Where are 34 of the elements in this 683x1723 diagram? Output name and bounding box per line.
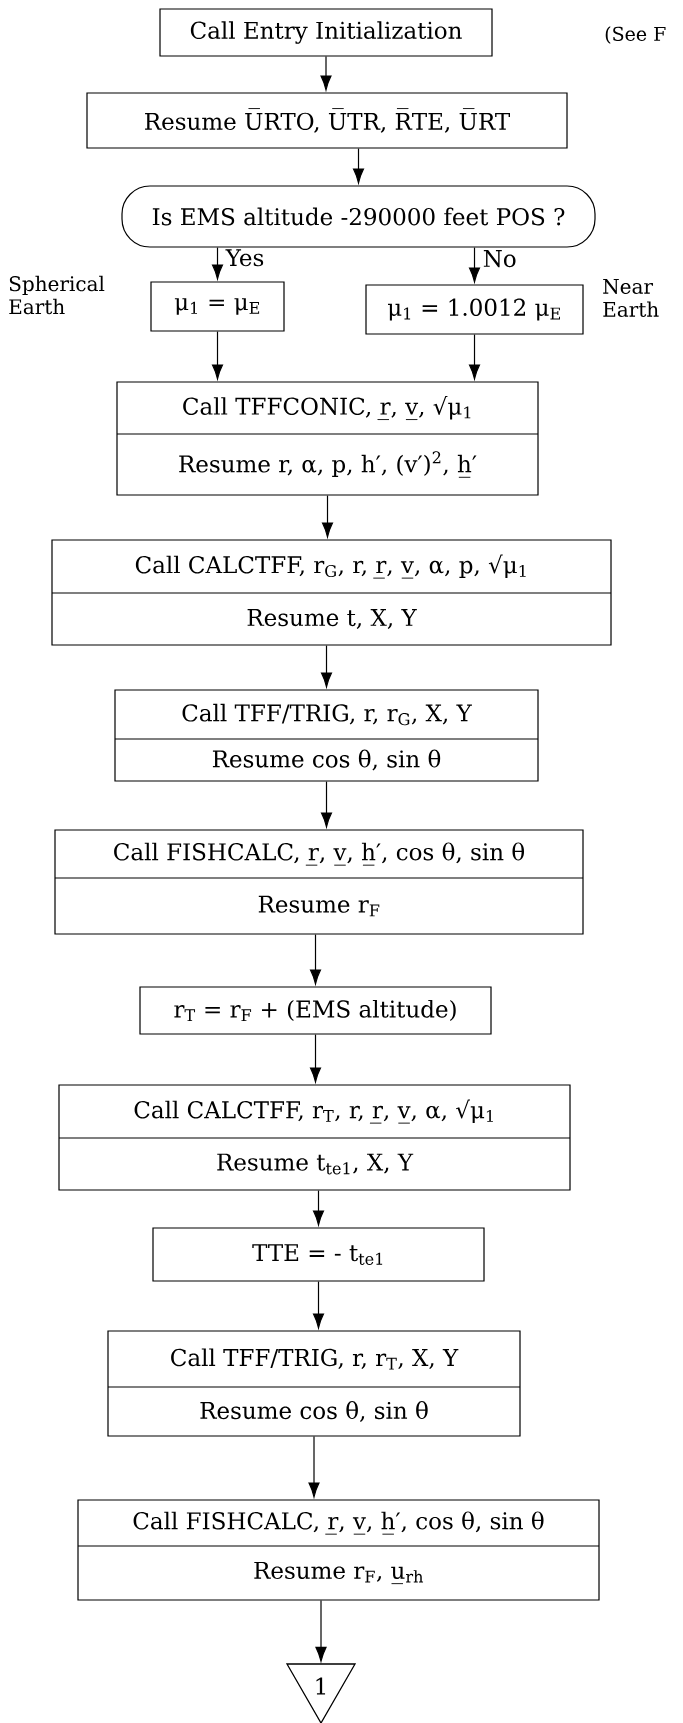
process-box: Call TFF/TRIG, r, r$_{G}$, X, Y Resume cos θ, sin θ xyxy=(114,689,539,782)
process-box: Call FISHCALC, r̲, v̲, h̲′, cos θ, sin θ Resume r$_{F}$ xyxy=(54,829,584,935)
process-box: μ$_{1}$ = μ$_{E}$ xyxy=(150,281,285,332)
process-box: Call Entry Initialization xyxy=(159,8,493,57)
arrow xyxy=(211,247,224,280)
arrow xyxy=(468,334,481,380)
process-box: TTE = - t$_{te1}$ xyxy=(152,1227,485,1282)
process-box: Call TFF/TRIG, r, r$_{T}$, X, Y Resume cos θ, sin θ xyxy=(107,1330,521,1437)
arrow xyxy=(312,1190,325,1226)
arrow xyxy=(321,495,334,538)
side-note: Near Earth xyxy=(603,279,659,317)
edge-label: No xyxy=(483,250,516,268)
arrow xyxy=(320,56,332,91)
process-box: r$_{T}$ = r$_{F}$ + (EMS altitude) xyxy=(139,986,492,1035)
side-note: Spherical Earth xyxy=(9,275,105,315)
arrow xyxy=(315,1600,327,1662)
arrow xyxy=(211,331,224,380)
arrow xyxy=(352,148,365,184)
decision-box: Is EMS altitude -290000 feet POS ? xyxy=(121,185,596,248)
process-box: Resume U̅RTO, U̅TR, R̅TE, U̅RT xyxy=(86,92,568,149)
process-box: μ$_{1}$ = 1.0012 μ$_{E}$ xyxy=(365,284,584,335)
note-text: (See F xyxy=(605,26,666,44)
arrow xyxy=(468,247,481,283)
arrow xyxy=(312,1281,325,1329)
arrow xyxy=(308,1436,320,1498)
arrow xyxy=(320,781,333,828)
edge-label: Yes xyxy=(225,249,264,267)
process-box: Call FISHCALC, r̲, v̲, h̲′, cos θ, sin θ Resume r$_{F}$, u̲$_{rh}$ xyxy=(77,1499,600,1601)
process-box: Call TFFCONIC, r̲, v̲, √μ$_{1}$ Resume r, α, p, h′, (v′)$^{2}$, h̲′ xyxy=(116,381,539,496)
arrow xyxy=(309,934,322,985)
arrow xyxy=(309,1034,322,1083)
arrow xyxy=(320,645,333,688)
process-box: Call CALCTFF, r$_{G}$, r, r̲, v̲, α, p, √μ$_{1}$ Resume t, X, Y xyxy=(51,539,612,646)
process-box: Call CALCTFF, r$_{T}$, r, r̲, v̲, α, √μ$_{1}$ Resume t$_{te1}$, X, Y xyxy=(58,1084,571,1191)
